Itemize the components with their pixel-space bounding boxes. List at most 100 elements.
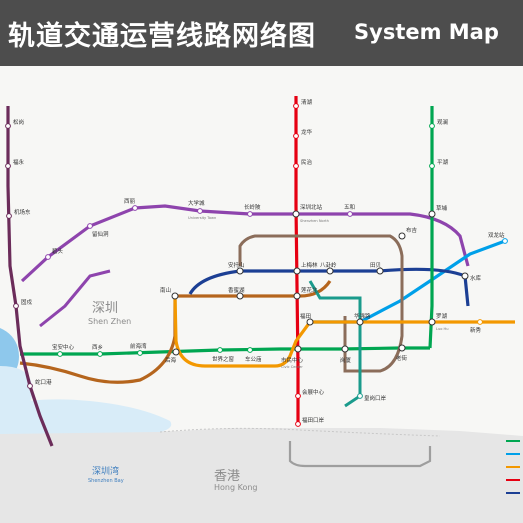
station-label: 福田口岸 xyxy=(302,416,325,424)
station-marker[interactable] xyxy=(293,103,299,109)
station-marker[interactable] xyxy=(428,318,436,326)
station-marker[interactable] xyxy=(247,211,253,217)
station-label: 安托山 xyxy=(228,261,245,269)
station-marker[interactable] xyxy=(137,350,143,356)
station-label: 双龙站 xyxy=(488,231,505,239)
station-label: 前海湾 xyxy=(130,342,147,350)
station-label: 莲花北 xyxy=(301,286,318,294)
station-label: 留仙洞 xyxy=(92,230,109,238)
station-marker[interactable] xyxy=(27,383,33,389)
station-label: 长岭陂 xyxy=(244,203,261,211)
station-marker[interactable] xyxy=(295,393,301,399)
station-label: 龙华 xyxy=(301,128,313,136)
station-label: 世界之窗 xyxy=(212,355,235,363)
hongkong-area-label: 香港 xyxy=(214,469,240,484)
station-marker[interactable] xyxy=(326,267,334,275)
station-label: 田贝 xyxy=(370,262,382,269)
station-label: 碧头 xyxy=(52,247,64,255)
station-label: 会展中心 xyxy=(302,388,325,396)
station-marker[interactable] xyxy=(429,163,435,169)
station-label: 岗厦 xyxy=(340,357,352,364)
station-label: 固戍 xyxy=(21,298,33,306)
station-marker[interactable] xyxy=(45,254,51,260)
station-label: 后海 xyxy=(165,356,177,364)
station-marker[interactable] xyxy=(293,267,301,275)
station-label: 上梅林 xyxy=(301,261,318,269)
station-label: 八卦岭 xyxy=(320,261,337,269)
metro-line-orange xyxy=(173,295,515,368)
station-label-en: Shenzhen North xyxy=(300,219,329,223)
header-bar: 轨道交通运营线路网络图 System Map xyxy=(0,0,523,66)
station-label: 香蜜湖 xyxy=(228,286,245,294)
station-label: 宝安中心 xyxy=(52,343,75,351)
station-label: 老街 xyxy=(396,354,408,362)
shenzhen-area-label: 深圳 xyxy=(92,301,118,316)
shenzhen-bay-label: 深圳湾 xyxy=(92,465,119,477)
station-label: 民治 xyxy=(301,158,313,166)
station-label: 松岗 xyxy=(13,118,24,126)
station-marker[interactable] xyxy=(294,345,302,353)
station-label: 深圳北站 xyxy=(300,203,323,211)
station-label: 五和 xyxy=(344,203,355,211)
station-marker[interactable] xyxy=(197,208,203,214)
station-marker[interactable] xyxy=(429,123,435,129)
station-marker[interactable] xyxy=(57,351,63,357)
station-marker[interactable] xyxy=(5,163,11,169)
station-marker[interactable] xyxy=(5,123,11,129)
station-marker[interactable] xyxy=(6,213,12,219)
station-marker[interactable] xyxy=(132,205,138,211)
station-marker[interactable] xyxy=(502,238,508,244)
station-marker[interactable] xyxy=(171,292,179,300)
station-marker[interactable] xyxy=(341,345,349,353)
station-marker[interactable] xyxy=(236,292,244,300)
station-marker[interactable] xyxy=(376,267,384,275)
legend xyxy=(506,440,520,494)
station-marker[interactable] xyxy=(398,344,406,352)
station-label: 新秀 xyxy=(470,326,482,334)
station-marker[interactable] xyxy=(97,351,103,357)
map-title-chinese: 轨道交通运营线路网络图 xyxy=(8,21,316,52)
station-label: 市民中心 xyxy=(281,356,304,364)
station-marker[interactable] xyxy=(293,163,299,169)
station-label: 机场东 xyxy=(14,208,31,216)
station-marker[interactable] xyxy=(461,272,469,280)
metro-line-1-green-east xyxy=(428,106,434,349)
station-label: 皇岗口岸 xyxy=(364,394,387,402)
station-marker[interactable] xyxy=(477,319,483,325)
station-label: 水库 xyxy=(470,274,482,282)
station-label: 车公庙 xyxy=(245,355,262,363)
network-map[interactable]: 清湖 龙华 民治 深圳北站 Shenzhen North 上梅林 莲花北 市民中… xyxy=(0,66,523,523)
shenzhen-bay-label-en: Shenzhen Bay xyxy=(88,478,124,484)
station-marker[interactable] xyxy=(295,421,301,427)
station-label: 蛇口港 xyxy=(35,378,52,386)
station-marker[interactable] xyxy=(13,303,19,309)
metro-line-11-magenta xyxy=(6,106,54,447)
metro-line-9-grey xyxy=(238,234,404,373)
station-label: 南山 xyxy=(160,286,171,294)
station-marker[interactable] xyxy=(247,347,253,353)
station-label: 福田 xyxy=(300,312,311,320)
station-marker[interactable] xyxy=(357,393,363,399)
station-label-en: Luo Hu xyxy=(436,327,449,331)
station-marker[interactable] xyxy=(398,232,406,240)
map-title-english: System Map xyxy=(354,20,499,44)
station-marker[interactable] xyxy=(347,211,353,217)
station-marker[interactable] xyxy=(293,292,301,300)
station-label-en: Civic Center xyxy=(281,365,303,369)
hongkong-area-label-en: Hong Kong xyxy=(214,483,258,492)
station-label: 西乡 xyxy=(92,344,103,351)
station-marker[interactable] xyxy=(87,223,93,229)
station-marker[interactable] xyxy=(428,210,436,218)
station-label: 华强路 xyxy=(354,312,371,320)
station-marker[interactable] xyxy=(236,267,244,275)
station-marker[interactable] xyxy=(217,347,223,353)
station-marker[interactable] xyxy=(172,348,180,356)
station-label: 平湖 xyxy=(437,158,449,166)
station-label: 福永 xyxy=(13,158,25,166)
station-marker[interactable] xyxy=(292,210,300,218)
station-marker[interactable] xyxy=(306,318,314,326)
station-marker[interactable] xyxy=(293,133,299,139)
hong-kong-line xyxy=(288,441,432,468)
station-marker[interactable] xyxy=(356,318,364,326)
